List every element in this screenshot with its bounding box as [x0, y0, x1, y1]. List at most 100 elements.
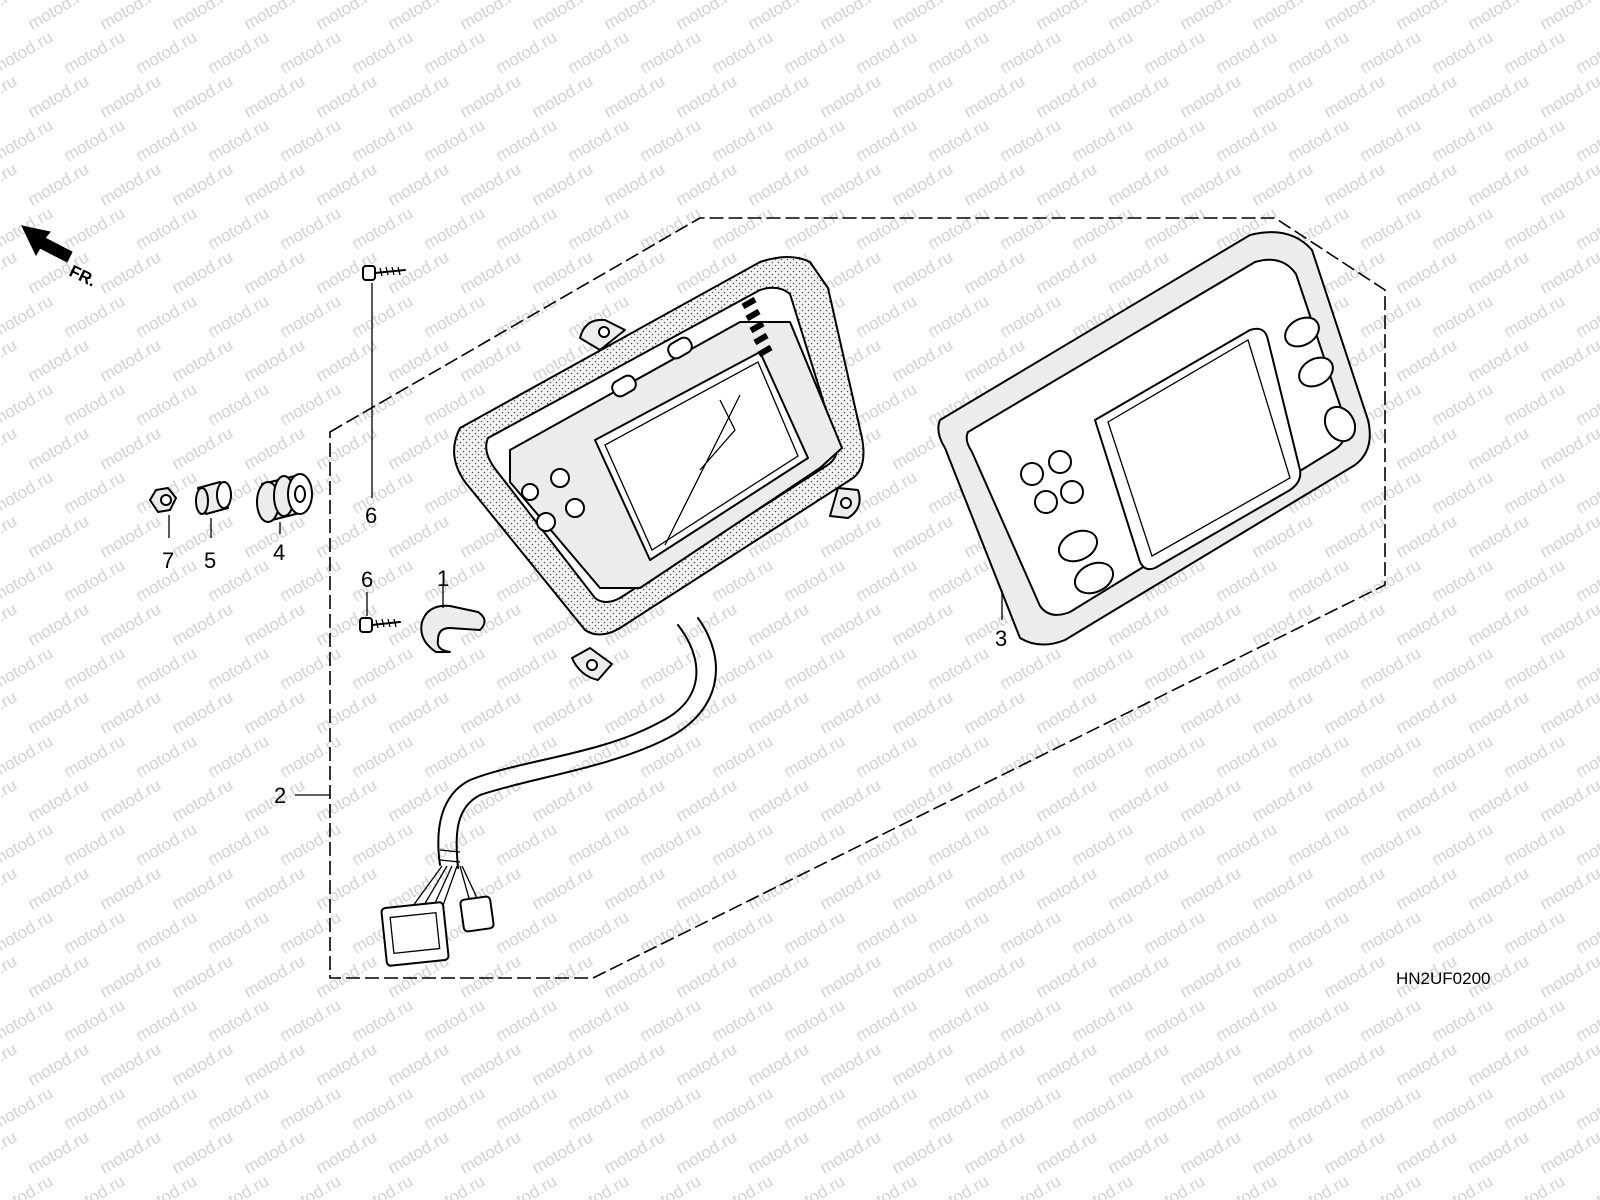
- watermark-text: motod.ru: [61, 731, 129, 781]
- watermark-text: motod.ru: [1465, 335, 1533, 385]
- watermark-text: motod.ru: [565, 203, 633, 253]
- watermark-text: motod.ru: [385, 335, 453, 385]
- callout-6-upper: 6: [365, 503, 377, 528]
- watermark-text: motod.ru: [1069, 643, 1137, 693]
- watermark-text: motod.ru: [889, 247, 957, 297]
- watermark-text: motod.ru: [277, 643, 345, 693]
- cover-button-left: [1034, 490, 1058, 514]
- watermark-text: motod.ru: [709, 643, 777, 693]
- watermark-text: motod.ru: [961, 863, 1029, 913]
- watermark-text: motod.ru: [169, 1039, 237, 1089]
- watermark-text: motod.ru: [1285, 643, 1353, 693]
- watermark-text: motod.ru: [673, 159, 741, 209]
- watermark-text: motod.ru: [349, 819, 417, 869]
- watermark-text: motod.ru: [349, 731, 417, 781]
- watermark-text: motod.ru: [1033, 159, 1101, 209]
- watermark-text: motod.ru: [493, 27, 561, 77]
- watermark-text: motod.ru: [565, 819, 633, 869]
- watermark-text: motod.ru: [313, 951, 381, 1001]
- watermark-text: motod.ru: [1429, 1083, 1497, 1133]
- watermark-text: motod.ru: [1537, 511, 1600, 561]
- watermark-text: motod.ru: [817, 71, 885, 121]
- watermark-text: motod.ru: [1213, 731, 1281, 781]
- watermark-text: motod.ru: [997, 115, 1065, 165]
- cover-button-right-2: [1298, 356, 1334, 388]
- watermark-text: motod.ru: [1465, 1127, 1533, 1177]
- watermark-text: motod.ru: [637, 1083, 705, 1133]
- watermark-text: motod.ru: [0, 159, 20, 209]
- watermark-text: motod.ru: [709, 1083, 777, 1133]
- watermark-text: motod.ru: [349, 643, 417, 693]
- watermark-text: motod.ru: [1465, 71, 1533, 121]
- watermark-text: motod.ru: [457, 247, 525, 297]
- watermark-text: motod.ru: [1033, 0, 1101, 33]
- watermark-text: motod.ru: [961, 159, 1029, 209]
- watermark-text: motod.ru: [313, 863, 381, 913]
- watermark-text: motod.ru: [1033, 775, 1101, 825]
- watermark-text: motod.ru: [889, 775, 957, 825]
- watermark-text: motod.ru: [97, 951, 165, 1001]
- watermark-text: motod.ru: [313, 1127, 381, 1177]
- watermark-text: motod.ru: [205, 819, 273, 869]
- watermark-text: motod.ru: [1429, 907, 1497, 957]
- watermark-text: motod.ru: [817, 0, 885, 33]
- watermark-text: motod.ru: [169, 335, 237, 385]
- watermark-text: motod.ru: [61, 379, 129, 429]
- watermark-text: motod.ru: [1141, 203, 1209, 253]
- watermark-text: motod.ru: [1501, 379, 1569, 429]
- watermark-text: motod.ru: [709, 27, 777, 77]
- watermark-text: motod.ru: [997, 291, 1065, 341]
- watermark-text: motod.ru: [349, 291, 417, 341]
- watermark-text: motod.ru: [1213, 1171, 1281, 1200]
- watermark-text: motod.ru: [889, 951, 957, 1001]
- watermark-text: motod.ru: [1105, 951, 1173, 1001]
- watermark-text: motod.ru: [853, 907, 921, 957]
- watermark-text: motod.ru: [925, 27, 993, 77]
- watermark-text: motod.ru: [1501, 643, 1569, 693]
- watermark-text: motod.ru: [241, 247, 309, 297]
- watermark-text: motod.ru: [205, 203, 273, 253]
- watermark-text: motod.ru: [1573, 643, 1600, 693]
- callout-4: 4: [273, 540, 285, 565]
- watermark-text: motod.ru: [961, 775, 1029, 825]
- watermark-text: motod.ru: [385, 1127, 453, 1177]
- watermark-text: motod.ru: [0, 467, 56, 517]
- watermark-text: motod.ru: [853, 115, 921, 165]
- watermark-text: motod.ru: [565, 995, 633, 1045]
- watermark-text: motod.ru: [745, 71, 813, 121]
- watermark-text: motod.ru: [457, 159, 525, 209]
- watermark-text: motod.ru: [817, 599, 885, 649]
- watermark-text: motod.ru: [1501, 203, 1569, 253]
- watermark-text: motod.ru: [1321, 511, 1389, 561]
- watermark-text: motod.ru: [745, 599, 813, 649]
- watermark-text: motod.ru: [241, 687, 309, 737]
- watermark-text: motod.ru: [997, 203, 1065, 253]
- watermark-text: motod.ru: [25, 159, 93, 209]
- watermark-text: motod.ru: [97, 71, 165, 121]
- watermark-text: motod.ru: [1429, 643, 1497, 693]
- watermark-text: motod.ru: [1105, 863, 1173, 913]
- watermark-text: motod.ru: [133, 291, 201, 341]
- watermark-text: motod.ru: [817, 775, 885, 825]
- watermark-text: motod.ru: [277, 1171, 345, 1200]
- watermark-text: motod.ru: [493, 907, 561, 957]
- watermark-text: motod.ru: [1465, 863, 1533, 913]
- watermark-text: motod.ru: [637, 731, 705, 781]
- watermark-text: motod.ru: [1141, 907, 1209, 957]
- watermark-text: motod.ru: [313, 335, 381, 385]
- watermark-text: motod.ru: [349, 115, 417, 165]
- watermark-text: motod.ru: [61, 819, 129, 869]
- watermark-text: motod.ru: [97, 1127, 165, 1177]
- watermark-text: motod.ru: [1249, 1127, 1317, 1177]
- watermark-text: motod.ru: [1177, 951, 1245, 1001]
- watermark-text: motod.ru: [1357, 643, 1425, 693]
- watermark-text: motod.ru: [925, 1083, 993, 1133]
- watermark-text: motod.ru: [1501, 995, 1569, 1045]
- watermark-text: motod.ru: [1357, 555, 1425, 605]
- watermark-text: motod.ru: [61, 1171, 129, 1200]
- callout-5: 5: [204, 548, 216, 573]
- watermark-text: motod.ru: [1393, 599, 1461, 649]
- watermark-text: motod.ru: [313, 0, 381, 33]
- watermark-text: motod.ru: [745, 1039, 813, 1089]
- watermark-text: motod.ru: [637, 27, 705, 77]
